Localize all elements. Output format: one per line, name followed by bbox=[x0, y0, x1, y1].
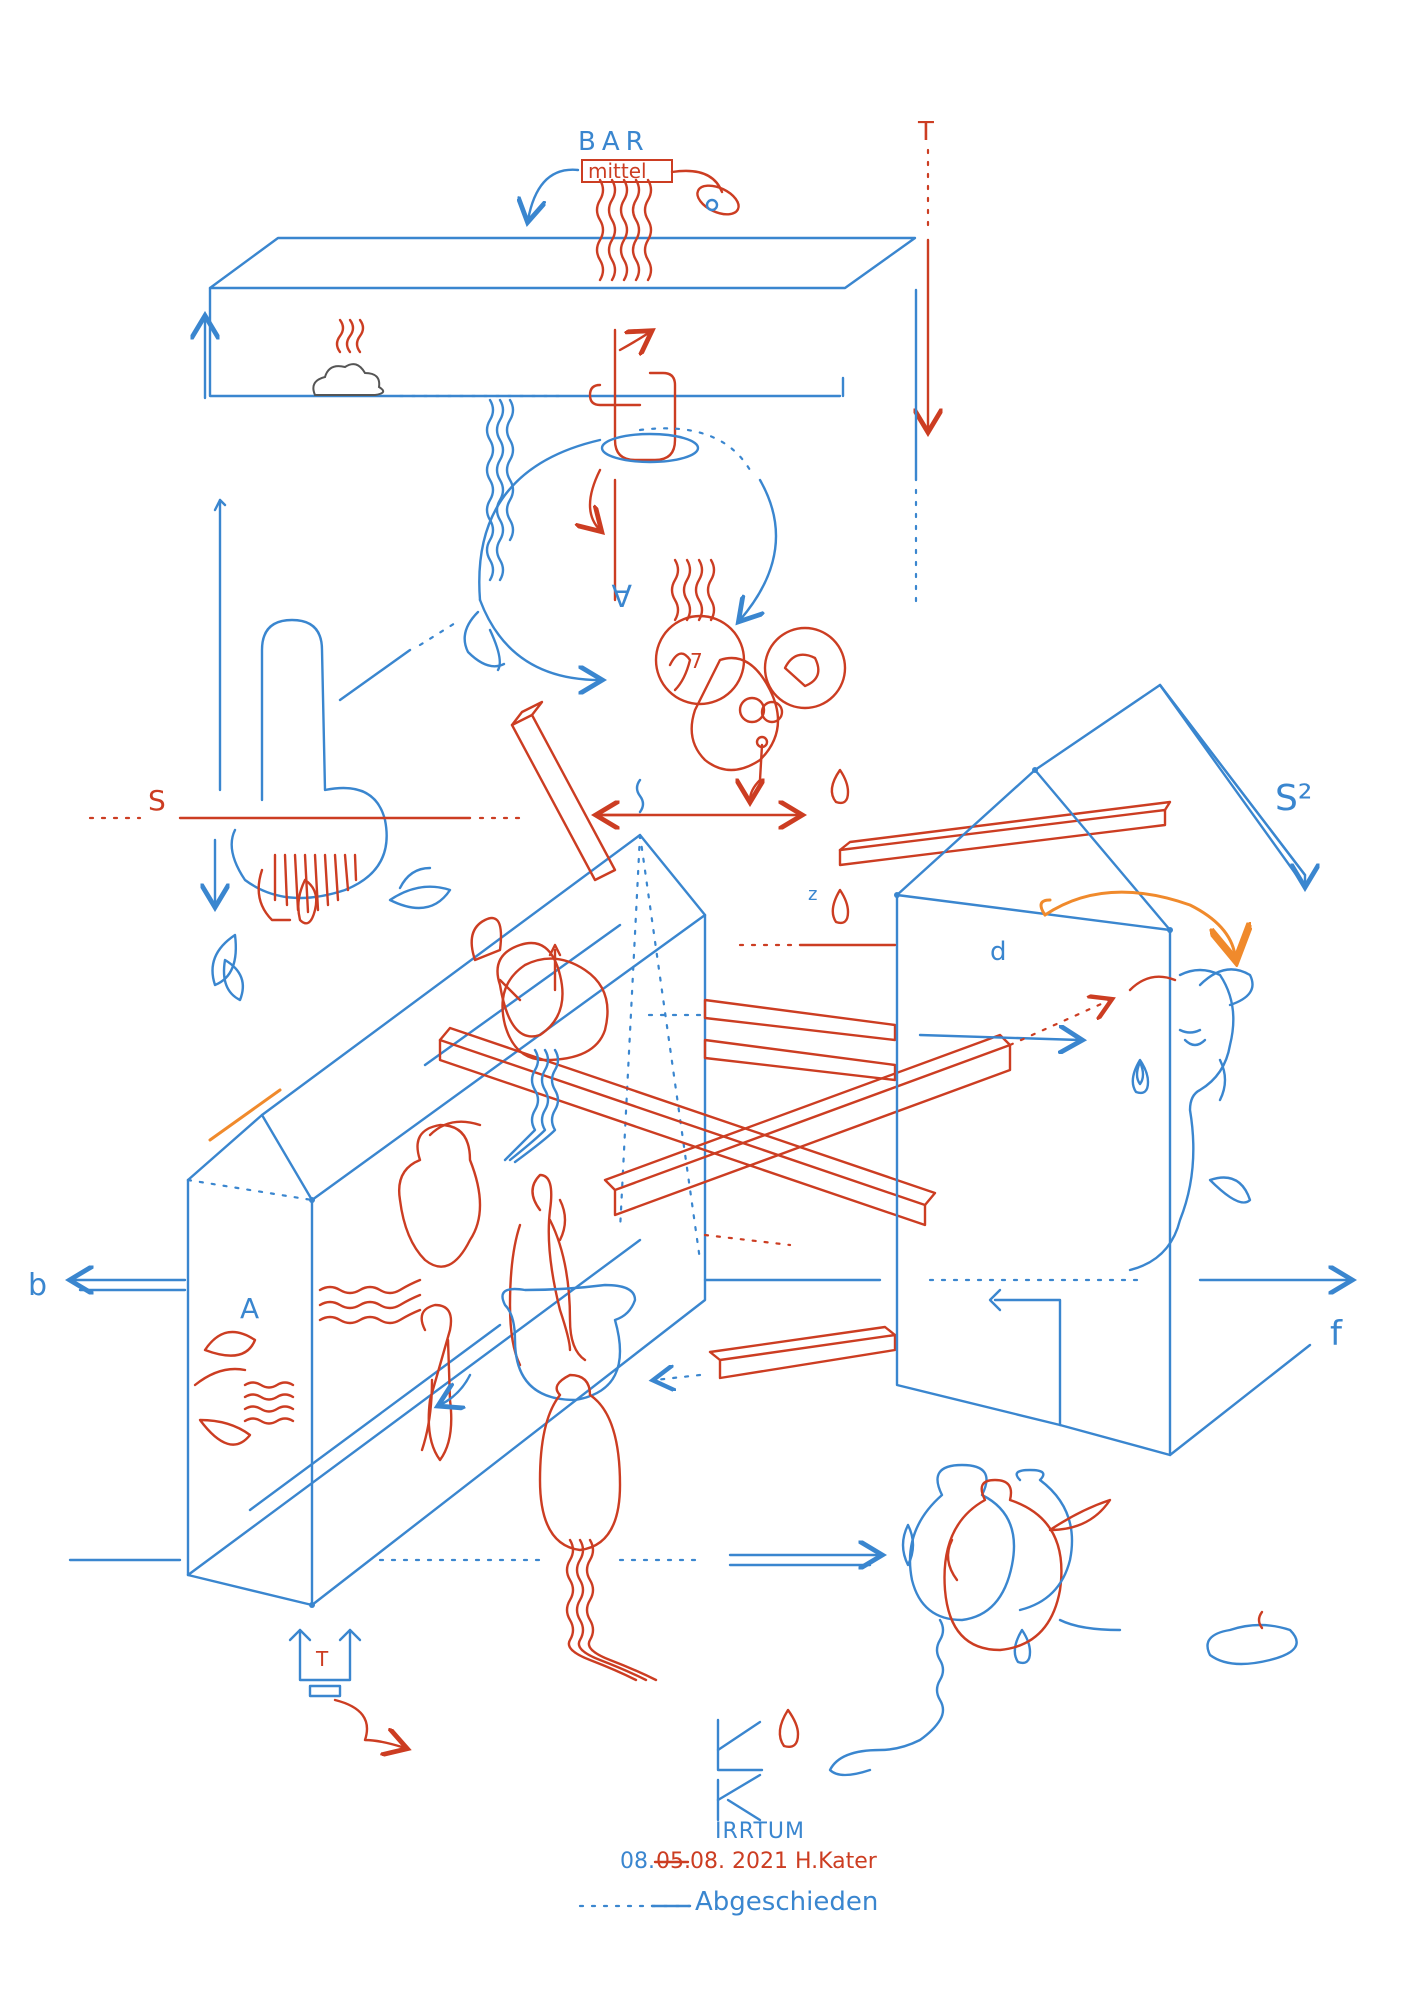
f-right-label: f bbox=[1330, 1314, 1343, 1354]
connector-arrows bbox=[548, 943, 1110, 1380]
mouse-head: 7 bbox=[654, 558, 847, 800]
k-symbol-bottom bbox=[716, 1718, 764, 1822]
s-squared-label: S² bbox=[1275, 778, 1312, 819]
steam-cloud-icon bbox=[312, 318, 385, 396]
drop-icon bbox=[1131, 1058, 1150, 1095]
red-wavy-lines-center bbox=[318, 1278, 422, 1325]
red-beams bbox=[438, 700, 1172, 1380]
footer-date-rest: 08. 2021 H.Kater bbox=[690, 1849, 878, 1874]
footer: IRRTUM 08. 05. 08. 2021 H.Kater Abgeschi… bbox=[578, 1819, 878, 1917]
b-left-label: b bbox=[28, 1268, 47, 1303]
steam-lines-top bbox=[595, 178, 653, 282]
blue-wavy-rope bbox=[463, 398, 515, 672]
footer-irrtum: IRRTUM bbox=[715, 1819, 805, 1844]
drop-icon bbox=[778, 1708, 800, 1748]
z-small-label: z bbox=[808, 884, 817, 905]
bar-label-group: BAR mittel bbox=[528, 127, 740, 220]
vase-group-lower-right bbox=[828, 1463, 1298, 1777]
left-pillar bbox=[215, 498, 462, 925]
axis-b-f: b f bbox=[28, 1268, 1350, 1565]
t-top-label: T bbox=[917, 117, 934, 147]
leaf-shapes-left bbox=[211, 866, 452, 1002]
t-bottom-label: T bbox=[315, 1647, 329, 1671]
drop-icon bbox=[831, 888, 850, 925]
mittel-label: mittel bbox=[588, 159, 647, 183]
t-stamp-bottom: T bbox=[288, 1628, 405, 1748]
d-box-label: d bbox=[990, 937, 1007, 967]
woman-face bbox=[1128, 968, 1254, 1272]
red-claw-left bbox=[193, 1330, 295, 1446]
box-a: A bbox=[186, 833, 707, 1608]
top-bar-board bbox=[205, 236, 917, 400]
drop-icons: z bbox=[778, 768, 1150, 1748]
s-axis-line: S bbox=[88, 778, 800, 818]
hand-figure bbox=[590, 330, 677, 602]
footer-date-prefix: 08. bbox=[620, 1849, 655, 1874]
t-arrow-top: T bbox=[916, 117, 934, 612]
a-inverted-label: A bbox=[611, 577, 632, 612]
bar-label: BAR bbox=[578, 127, 650, 157]
a-box-label: A bbox=[240, 1292, 259, 1325]
seven-label: 7 bbox=[690, 649, 703, 673]
drop-icon bbox=[830, 768, 850, 805]
orange-arc-arrow bbox=[208, 890, 1235, 1142]
vase-figures-center bbox=[398, 916, 658, 1682]
box-d: d S² bbox=[894, 683, 1312, 1457]
s-left-label: S bbox=[148, 784, 166, 817]
circular-arrow-loop: A bbox=[478, 427, 778, 680]
footer-abgeschieden: Abgeschieden bbox=[695, 1887, 878, 1917]
